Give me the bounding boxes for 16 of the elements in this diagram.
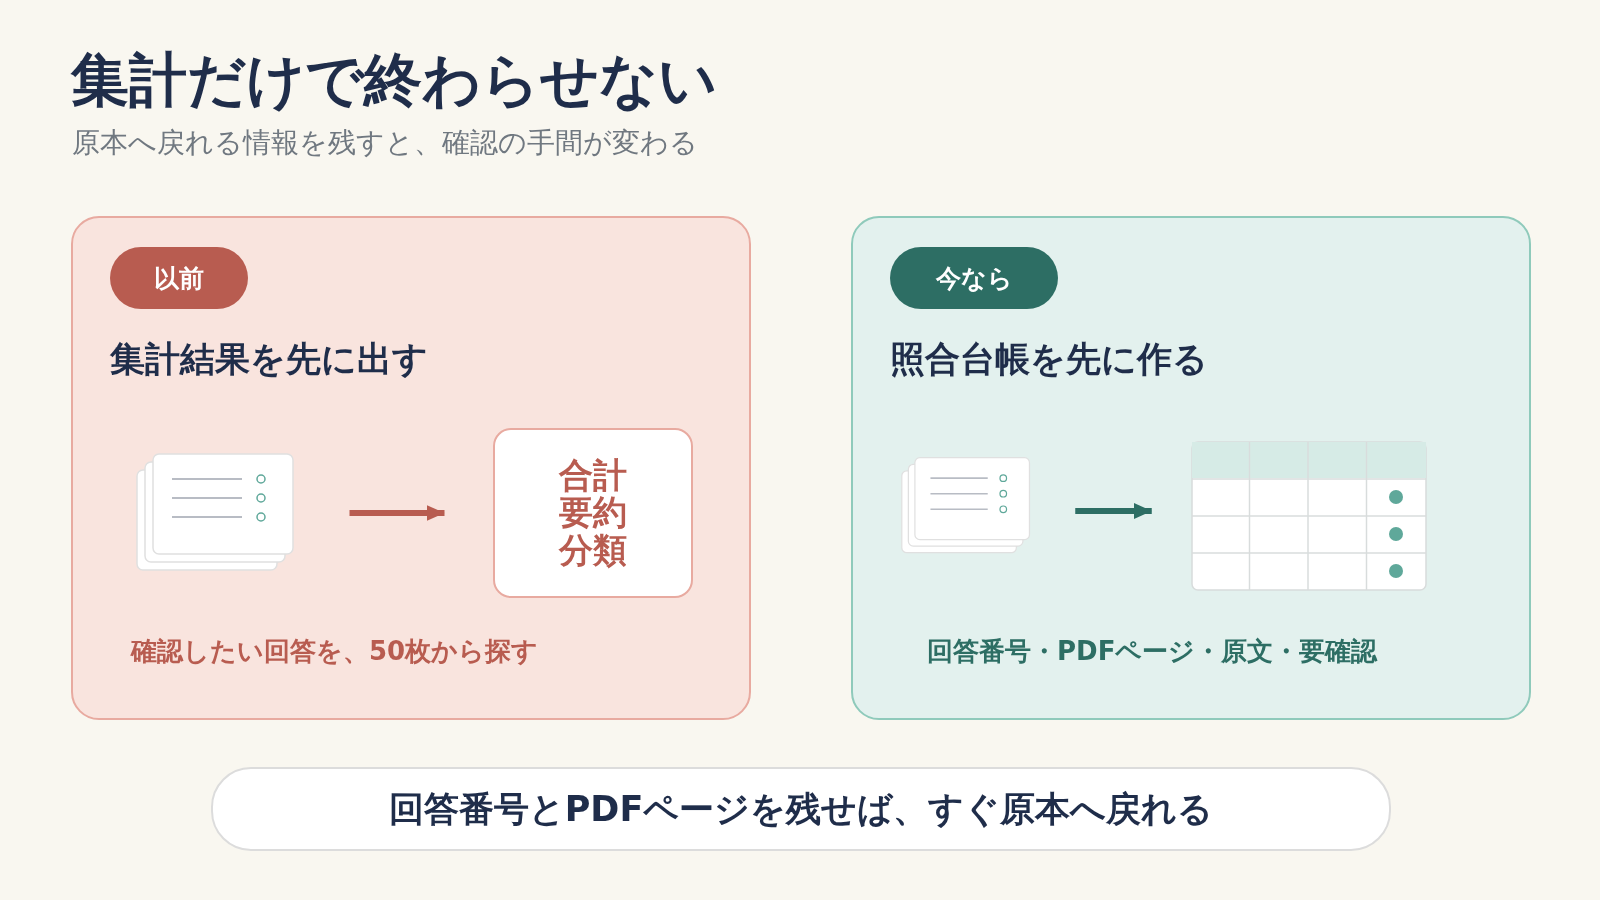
title: 集計だけで終わらせない [71,45,717,116]
comparison-panel [851,216,1531,720]
panel-heading: 集計結果を先に出す [110,338,428,381]
table-icon [1191,441,1427,591]
subtitle: 原本へ戻れる情報を残すと、確認の手間が変わる [72,125,698,161]
comparison-panel [71,216,751,720]
summary-text: 回答番号とPDFページを残せば、すぐ原本へ戻れる [388,787,1214,831]
result-text: 合計要約分類 [558,456,628,570]
result-box [493,428,693,598]
arrow [349,505,445,521]
badge: 以前 [110,247,248,309]
arrow [1075,503,1152,519]
panel-caption: 確認したい回答を、50枚から探す [131,635,539,668]
panel-caption: 回答番号・PDFページ・原文・要確認 [927,635,1378,668]
panel-heading: 照合台帳を先に作る [890,338,1208,381]
badge: 今なら [890,247,1058,309]
